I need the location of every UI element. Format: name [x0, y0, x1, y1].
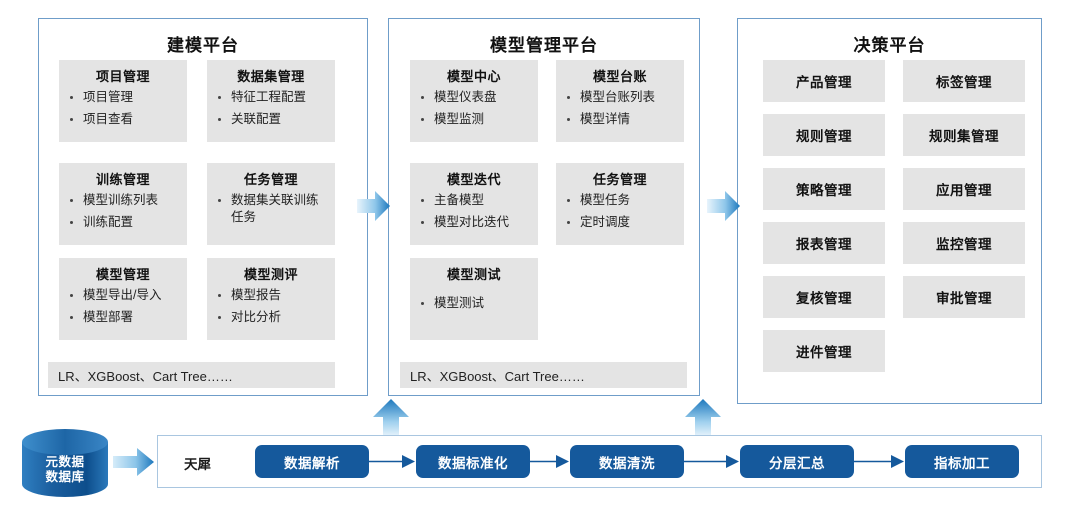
card-item-list: 数据集关联训练任务 [215, 192, 327, 226]
list-item[interactable]: 关联配置 [215, 111, 327, 128]
panel-title-modeling: 建模平台 [167, 36, 239, 55]
card-title: 任务管理 [592, 172, 647, 187]
card-模型迭代[interactable]: 模型迭代 主备模型 模型对比迭代 [410, 163, 538, 245]
connector-arrow-3 [684, 455, 739, 468]
pipeline-stage-数据解析[interactable]: 数据解析 [255, 445, 369, 478]
card-item-list: 模型台账列表 模型详情 [564, 89, 676, 128]
algorithms-strip-modeling: LR、XGBoost、Cart Tree…… [48, 362, 335, 388]
card-title: 模型中心 [446, 69, 501, 84]
card-数据集管理[interactable]: 数据集管理 特征工程配置 关联配置 [207, 60, 335, 142]
card-title: 模型测评 [243, 267, 298, 282]
list-item[interactable]: 模型报告 [215, 287, 327, 304]
pipeline-system-label: 天犀 [184, 457, 211, 472]
module-产品管理[interactable]: 产品管理 [763, 60, 885, 102]
algorithms-strip-model-management: LR、XGBoost、Cart Tree…… [400, 362, 687, 388]
card-title: 模型测试 [446, 267, 501, 282]
card-title: 模型管理 [95, 267, 150, 282]
connector-arrow-1 [369, 455, 415, 468]
module-监控管理[interactable]: 监控管理 [903, 222, 1025, 264]
card-item-list: 模型仪表盘 模型监测 [418, 89, 530, 128]
card-训练管理[interactable]: 训练管理 模型训练列表 训练配置 [59, 163, 187, 245]
card-模型中心[interactable]: 模型中心 模型仪表盘 模型监测 [410, 60, 538, 142]
list-item[interactable]: 模型导出/导入 [67, 287, 179, 304]
card-item-list: 模型报告 对比分析 [215, 287, 327, 326]
list-item[interactable]: 模型监测 [418, 111, 530, 128]
module-应用管理[interactable]: 应用管理 [903, 168, 1025, 210]
pipeline-stage-数据标准化[interactable]: 数据标准化 [416, 445, 530, 478]
card-模型测评[interactable]: 模型测评 模型报告 对比分析 [207, 258, 335, 340]
card-item-list: 模型导出/导入 模型部署 [67, 287, 179, 326]
pipeline-stage-分层汇总[interactable]: 分层汇总 [740, 445, 854, 478]
list-item[interactable]: 模型测试 [418, 295, 530, 312]
list-item[interactable]: 定时调度 [564, 214, 676, 231]
list-item[interactable]: 模型任务 [564, 192, 676, 209]
card-item-list: 项目管理 项目查看 [67, 89, 179, 128]
module-规则管理[interactable]: 规则管理 [763, 114, 885, 156]
arrow-pipeline-to-decision [685, 399, 721, 437]
module-报表管理[interactable]: 报表管理 [763, 222, 885, 264]
pipeline-stage-指标加工[interactable]: 指标加工 [905, 445, 1019, 478]
metadata-database-cylinder [22, 429, 108, 497]
arrow-pipeline-to-model-management [373, 399, 409, 437]
list-item[interactable]: 项目管理 [67, 89, 179, 106]
list-item[interactable]: 数据集关联训练任务 [215, 192, 327, 226]
module-审批管理[interactable]: 审批管理 [903, 276, 1025, 318]
card-任务管理-model[interactable]: 任务管理 模型任务 定时调度 [556, 163, 684, 245]
card-模型台账[interactable]: 模型台账 模型台账列表 模型详情 [556, 60, 684, 142]
list-item[interactable]: 项目查看 [67, 111, 179, 128]
list-item[interactable]: 模型对比迭代 [418, 214, 530, 231]
panel-title-decision: 决策平台 [853, 36, 926, 55]
connector-arrow-4 [854, 455, 904, 468]
list-item[interactable]: 训练配置 [67, 214, 179, 231]
list-item[interactable]: 主备模型 [418, 192, 530, 209]
panel-title-model-management: 模型管理平台 [490, 36, 598, 55]
list-item[interactable]: 模型台账列表 [564, 89, 676, 106]
card-title: 项目管理 [95, 69, 150, 84]
module-标签管理[interactable]: 标签管理 [903, 60, 1025, 102]
card-任务管理[interactable]: 任务管理 数据集关联训练任务 [207, 163, 335, 245]
card-模型管理[interactable]: 模型管理 模型导出/导入 模型部署 [59, 258, 187, 340]
card-item-list: 主备模型 模型对比迭代 [418, 192, 530, 231]
card-item-list: 模型测试 [418, 295, 530, 312]
list-item[interactable]: 特征工程配置 [215, 89, 327, 106]
card-title: 模型迭代 [446, 172, 501, 187]
arrow-model-management-to-decision [707, 191, 740, 221]
card-title: 模型台账 [592, 69, 647, 84]
module-规则集管理[interactable]: 规则集管理 [903, 114, 1025, 156]
card-title: 训练管理 [95, 172, 150, 187]
list-item[interactable]: 模型部署 [67, 309, 179, 326]
card-item-list: 模型训练列表 训练配置 [67, 192, 179, 231]
list-item[interactable]: 模型详情 [564, 111, 676, 128]
arrow-modeling-to-model-management [357, 191, 390, 221]
card-title: 任务管理 [243, 172, 298, 187]
card-item-list: 特征工程配置 关联配置 [215, 89, 327, 128]
card-title: 数据集管理 [237, 69, 305, 84]
module-复核管理[interactable]: 复核管理 [763, 276, 885, 318]
pipeline-stage-数据清洗[interactable]: 数据清洗 [570, 445, 684, 478]
arrow-database-to-pipeline [113, 448, 154, 476]
card-item-list: 模型任务 定时调度 [564, 192, 676, 231]
connector-arrow-2 [530, 455, 569, 468]
list-item[interactable]: 模型训练列表 [67, 192, 179, 209]
list-item[interactable]: 模型仪表盘 [418, 89, 530, 106]
card-模型测试[interactable]: 模型测试 模型测试 [410, 258, 538, 340]
module-策略管理[interactable]: 策略管理 [763, 168, 885, 210]
list-item[interactable]: 对比分析 [215, 309, 327, 326]
module-进件管理[interactable]: 进件管理 [763, 330, 885, 372]
card-项目管理[interactable]: 项目管理 项目管理 项目查看 [59, 60, 187, 142]
